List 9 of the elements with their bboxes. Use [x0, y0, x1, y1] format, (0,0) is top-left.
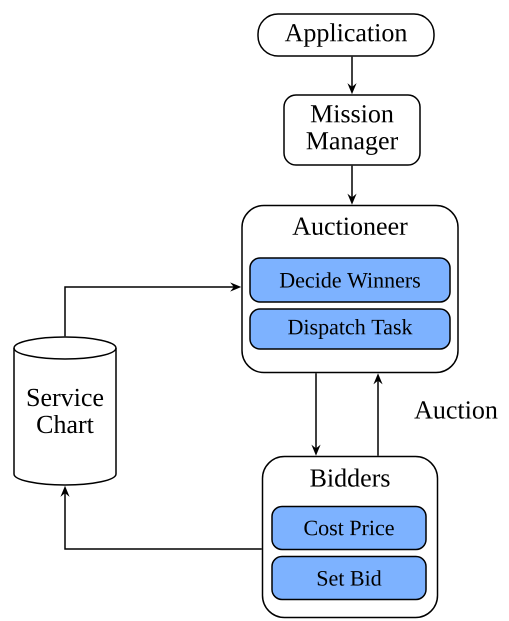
terminal-box: Application [257, 13, 435, 57]
process-box: Mission Manager [283, 94, 421, 166]
task-box: Dispatch Task [249, 308, 451, 350]
database-cylinder: Service Chart [13, 336, 117, 486]
node-label: Service Chart [28, 388, 104, 434]
task-box: Cost Price [271, 506, 427, 550]
edge-label: Auction [413, 400, 499, 420]
task-box: Set Bid [271, 556, 427, 600]
task-box: Decide Winners [249, 257, 451, 303]
